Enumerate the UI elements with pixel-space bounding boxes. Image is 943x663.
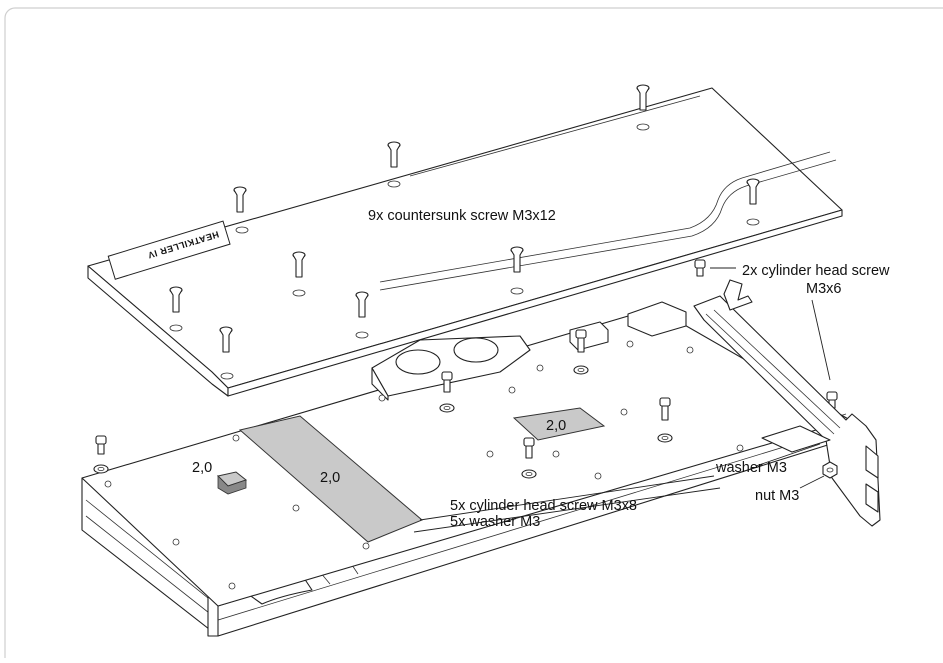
countersunk-holes [169, 123, 760, 380]
countersunk-screws [169, 84, 760, 353]
label-countersunk-screws: 9x countersunk screw M3x12 [368, 208, 556, 224]
mount-brackets [569, 301, 687, 351]
washer [573, 365, 589, 375]
countersunk-screw [233, 186, 247, 213]
countersunk-screw [636, 84, 650, 111]
washer [521, 469, 537, 479]
leader-lines [413, 267, 831, 533]
pcb-holes [104, 340, 804, 590]
washer [93, 464, 109, 474]
label-cylinder-head-small-line2: M3x6 [806, 281, 841, 297]
countersunk-screw [746, 178, 760, 205]
backplate-contour [379, 151, 831, 283]
cooler-terminal [371, 335, 531, 401]
label-pad-square: 2,0 [546, 418, 566, 434]
slot-bracket-fold [705, 309, 841, 435]
label-cylinder-head-long: 5x cylinder head screw M3x8 [450, 498, 637, 514]
thermal-pad-small-side [217, 475, 247, 495]
terminal-port-right [453, 337, 499, 363]
countersunk-screw [355, 291, 369, 318]
countersunk-screw [292, 251, 306, 278]
terminal-side [371, 367, 389, 401]
slot-bracket-tab [723, 279, 753, 311]
washer [439, 403, 455, 413]
backplate-ridge [409, 95, 701, 177]
slot-bracket-cutout-1 [865, 445, 879, 479]
cylinder-head-screw [441, 371, 453, 393]
nut [822, 461, 838, 479]
label-pad-large: 2,0 [320, 470, 340, 486]
leader-washer [755, 443, 821, 467]
graphics-card [81, 301, 851, 637]
label-nut: nut M3 [755, 488, 799, 504]
leader-washer-1 [419, 475, 715, 521]
backplate-logo-badge: HEATKILLER IV [107, 220, 231, 280]
countersunk-screw [387, 141, 401, 168]
leader-washer-2 [413, 487, 721, 533]
thermal-pads [217, 407, 606, 543]
bracket-a [627, 301, 687, 337]
cylinder-head-screws [95, 259, 838, 459]
leader-nut [799, 475, 825, 489]
backplate: HEATKILLER IV [87, 87, 843, 397]
label-cylinder-head-small-line1: 2x cylinder head screw [742, 263, 890, 279]
label-washer: washer M3 [715, 460, 787, 476]
slot-bracket-base [761, 425, 831, 453]
countersunk-screw [510, 246, 524, 273]
cylinder-head-screw-small [694, 259, 706, 277]
cylinder-head-screw [659, 397, 671, 421]
slot-bracket-cutout-2 [865, 483, 879, 513]
leader-cyl-small-2 [811, 299, 831, 381]
cylinder-head-screw [575, 329, 587, 353]
label-washer-set: 5x washer M3 [450, 514, 540, 530]
thermal-pad-square [512, 407, 606, 441]
backplate-contour-lower [379, 159, 837, 291]
cylinder-head-screw [523, 437, 535, 459]
countersunk-screw [169, 286, 183, 313]
countersunk-screw [219, 326, 233, 353]
frame-border [4, 7, 943, 663]
backplate-side-edge [227, 209, 843, 397]
label-pad-small: 2,0 [192, 460, 212, 476]
terminal-port-left [395, 349, 441, 375]
washer [657, 433, 673, 443]
cylinder-head-screw [95, 435, 107, 455]
